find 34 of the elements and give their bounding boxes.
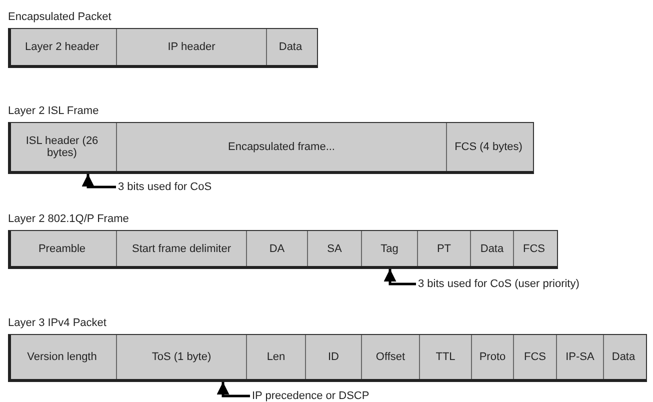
packet-field: IP-SA	[557, 335, 604, 379]
packet-field: Offset	[362, 335, 420, 379]
packet-field: IP header	[117, 29, 267, 65]
callout-text: 3 bits used for CoS (user priority)	[418, 277, 580, 291]
callout-text: 3 bits used for CoS	[118, 180, 212, 194]
packet-field: Data	[267, 29, 314, 65]
packet-field: FCS	[514, 335, 557, 379]
frame-title: Encapsulated Packet	[8, 11, 112, 23]
packet-field: Data	[471, 231, 514, 266]
packet-field: SA	[308, 231, 362, 266]
packet-field: Proto	[472, 335, 514, 379]
packet-field: Layer 2 header	[8, 29, 117, 65]
packet-field: Encapsulated frame...	[117, 123, 447, 171]
frame-title: Layer 3 IPv4 Packet	[8, 317, 106, 329]
packet-field: FCS (4 bytes)	[447, 123, 530, 171]
packet-field: ISL header (26 bytes)	[8, 123, 117, 171]
packet-field: FCS	[514, 231, 554, 266]
packet-field: Version length	[8, 335, 117, 379]
packet-field: Preamble	[8, 231, 117, 266]
packet-field: Tag	[362, 231, 418, 266]
leader-arrow	[216, 382, 250, 398]
packet-field: Start frame delimiter	[117, 231, 247, 266]
packet-field: ToS (1 byte)	[117, 335, 247, 379]
frame-title: Layer 2 ISL Frame	[8, 105, 99, 117]
packet-field: TTL	[420, 335, 472, 379]
frame-title: Layer 2 802.1Q/P Frame	[8, 213, 129, 225]
leader-arrow	[82, 174, 116, 188]
packet-field: Data	[604, 335, 643, 379]
packet-field: DA	[247, 231, 308, 266]
callout-text: IP precedence or DSCP	[252, 389, 370, 402]
packet-field: Len	[247, 335, 306, 379]
packet-field: PT	[418, 231, 471, 266]
leader-arrow	[384, 269, 416, 286]
packet-field: ID	[306, 335, 362, 379]
